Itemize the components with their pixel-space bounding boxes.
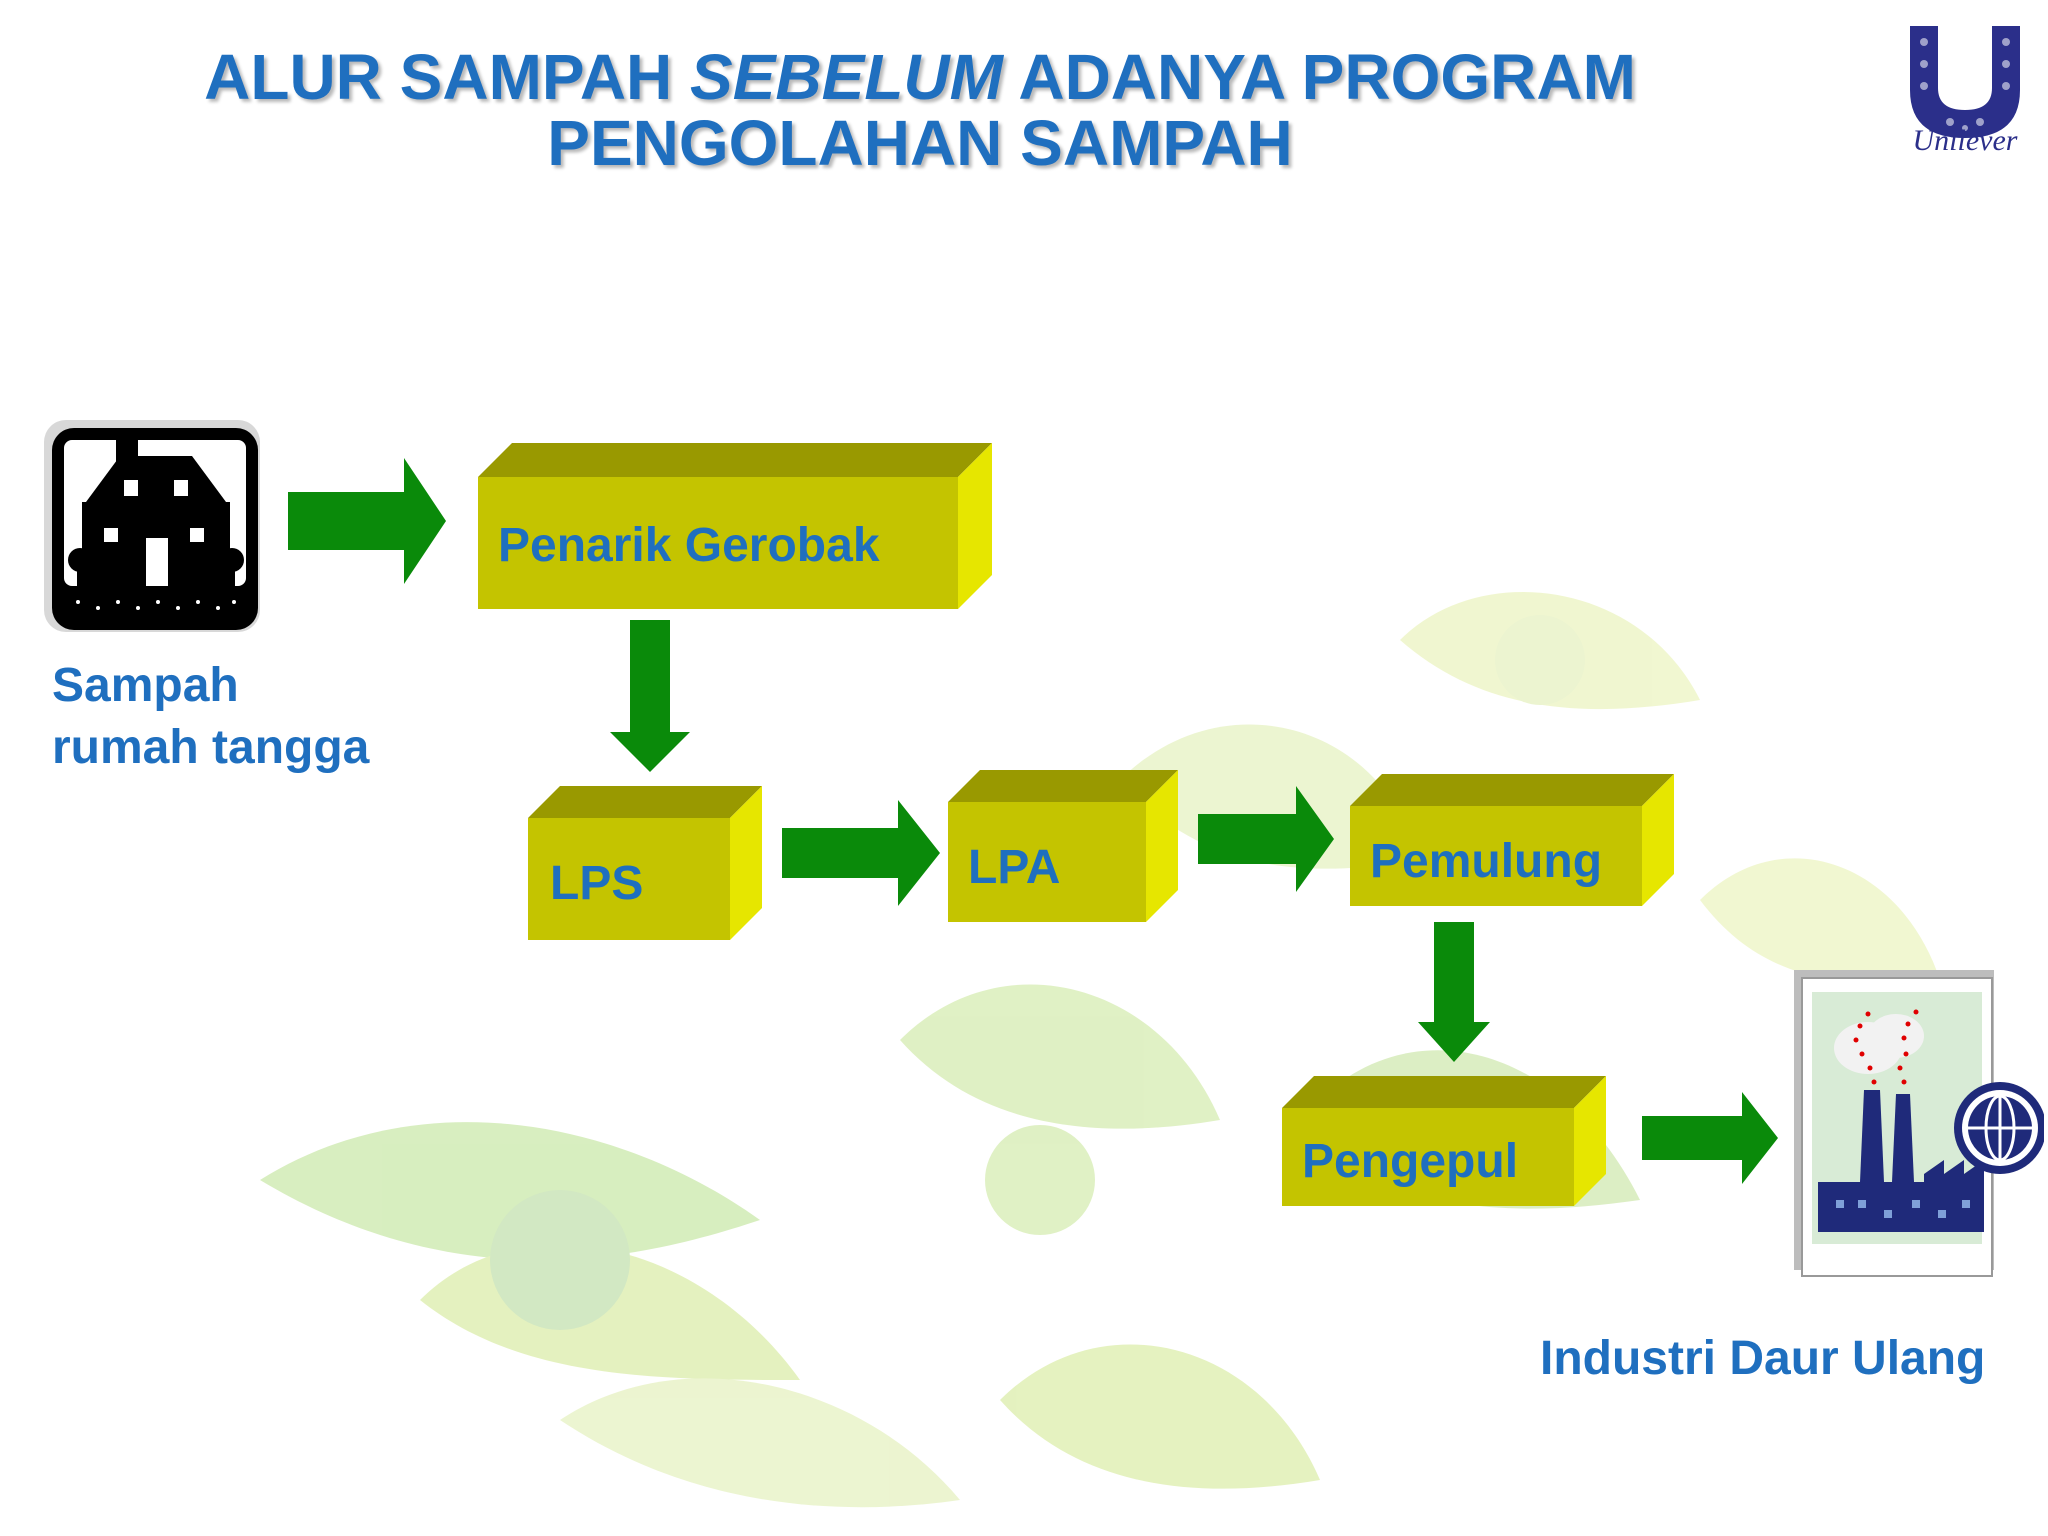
node-lpa (948, 770, 1178, 922)
source-caption-line2: rumah tangga (52, 721, 370, 774)
title-part2: ADANYA PROGRAM (1002, 41, 1636, 113)
title-emphasis: SEBELUM (690, 41, 1003, 113)
arrow-pemulung-to-pengepul (1418, 922, 1490, 1062)
title-part1: ALUR SAMPAH (204, 41, 691, 113)
node-lps-label: LPS (550, 857, 644, 910)
unilever-logo-icon (1910, 26, 2020, 138)
node-lpa-label: LPA (968, 841, 1061, 894)
node-pengepul-label: Pengepul (1302, 1135, 1519, 1188)
destination-caption: Industri Daur Ulang (1540, 1332, 1986, 1385)
source-caption: Sampah rumah tangga (52, 655, 369, 779)
unilever-wordmark: Unilever (1912, 124, 2018, 157)
node-penarik-gerobak (478, 443, 992, 609)
arrow-house-to-penarik (288, 458, 446, 584)
node-pemulung-label: Pemulung (1370, 835, 1603, 888)
node-pengepul (1282, 1076, 1606, 1206)
factory-icon (1794, 970, 2044, 1277)
arrow-lps-to-lpa (782, 800, 940, 906)
arrow-pengepul-to-industri (1642, 1092, 1778, 1184)
arrow-lpa-to-pemulung (1198, 786, 1334, 892)
node-penarik-gerobak-label: Penarik Gerobak (498, 519, 880, 572)
node-pemulung (1350, 774, 1674, 906)
title-line2: PENGOLAHAN SAMPAH (547, 107, 1293, 179)
node-lps (528, 786, 762, 940)
arrow-penarik-to-lps (610, 620, 690, 772)
slide-title: ALUR SAMPAH SEBELUM ADANYA PROGRAM PENGO… (60, 44, 1780, 176)
house-icon (44, 420, 260, 632)
source-caption-line1: Sampah (52, 659, 239, 712)
